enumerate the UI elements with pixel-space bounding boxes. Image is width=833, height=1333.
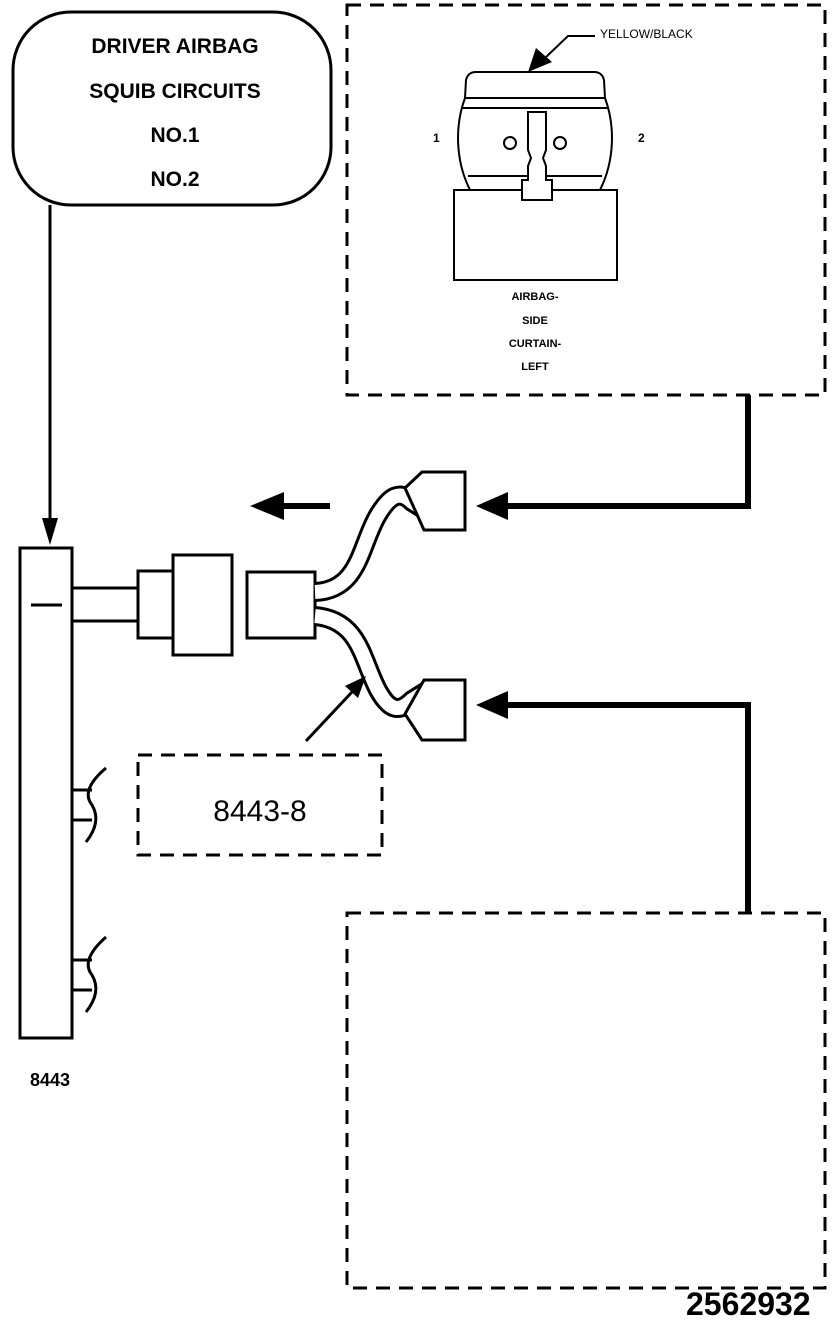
tool-label-arrowhead bbox=[345, 676, 366, 698]
connector-face-drawing bbox=[453, 71, 618, 281]
pin-2-label: 2 bbox=[638, 131, 645, 145]
callout-line-3: NO.1 bbox=[150, 124, 200, 147]
adapter-plug-lower bbox=[403, 678, 467, 742]
lower-component-box bbox=[345, 911, 827, 1290]
wire-color-label: YELLOW/BLACK bbox=[600, 27, 693, 41]
tool-label: 8443-8 bbox=[213, 795, 307, 828]
adapter-connector bbox=[245, 570, 317, 640]
module-bar bbox=[18, 546, 74, 1040]
connector-view-box bbox=[345, 3, 827, 397]
direction-arrowhead bbox=[250, 492, 284, 520]
lower-leader-line bbox=[505, 702, 751, 913]
callout-box bbox=[11, 10, 333, 207]
component-line-2: SIDE bbox=[522, 315, 548, 327]
component-line-1: AIRBAG- bbox=[511, 291, 559, 303]
wire-color-arrowhead bbox=[528, 48, 552, 72]
callout-arrowhead bbox=[42, 518, 58, 545]
callout-line-1: DRIVER AIRBAG bbox=[91, 35, 259, 58]
lower-leader-arrowhead bbox=[476, 691, 508, 719]
figure-number: 2562932 bbox=[686, 1286, 811, 1322]
tool-label-box bbox=[136, 753, 384, 857]
callout-line-4: NO.2 bbox=[150, 168, 200, 191]
component-line-4: LEFT bbox=[521, 361, 549, 373]
upper-leader-arrowhead bbox=[476, 492, 508, 520]
wire-color-pointer bbox=[544, 35, 595, 59]
tool-label-pointer bbox=[304, 690, 354, 743]
module-stub-lower bbox=[72, 935, 107, 1013]
module-stub-upper bbox=[72, 766, 107, 843]
upper-leader-line bbox=[505, 395, 751, 509]
adapter-plug-upper bbox=[403, 470, 467, 532]
component-line-3: CURTAIN- bbox=[508, 338, 562, 350]
callout-line-2: SQUIB CIRCUITS bbox=[89, 80, 261, 103]
pin-1-label: 1 bbox=[433, 131, 440, 145]
module-label: 8443 bbox=[30, 1070, 71, 1090]
module-connector-shell bbox=[171, 553, 234, 657]
module-connector-body bbox=[136, 569, 176, 640]
